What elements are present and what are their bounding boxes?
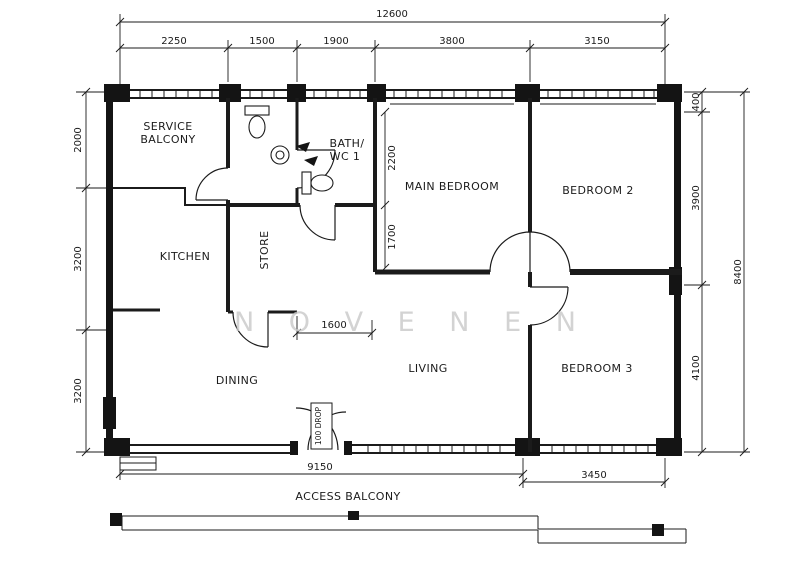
room-label-bath-2: WC 1 (330, 150, 361, 163)
dim-label-opening: 1600 (321, 320, 346, 331)
room-label-bedroom3: BEDROOM 3 (561, 362, 633, 375)
dim-label-top-4: 3150 (584, 36, 609, 47)
access-balcony-structure (110, 511, 687, 544)
dim-label-bottom-0: 9150 (307, 462, 332, 473)
dim-label-bed-depth: 2200 (387, 145, 398, 170)
toilet-2 (301, 171, 334, 195)
dim-label-top-1: 1500 (249, 36, 274, 47)
room-label-kitchen: KITCHEN (160, 250, 210, 263)
dim-label-top-2: 1900 (323, 36, 348, 47)
door-store (232, 311, 269, 348)
dim-left: 2000 3200 3200 (73, 87, 113, 457)
room-labels: SERVICE BALCONY BATH/ WC 1 MAIN BEDROOM … (140, 120, 633, 503)
entrance-drop-label: 100 DROP (314, 406, 323, 445)
dim-label-bottom-1: 3450 (581, 470, 606, 481)
dim-right: 400 3900 4100 8400 (684, 87, 750, 457)
dim-label-top-3: 3800 (439, 36, 464, 47)
top-windows (139, 90, 656, 105)
dim-label-bed-lower: 1700 (387, 224, 398, 249)
label-leader-arrows (296, 142, 318, 166)
room-label-access-balcony: ACCESS BALCONY (295, 490, 400, 503)
interior-walls (113, 98, 682, 452)
door-entrance: 100 DROP (295, 402, 347, 451)
door-bedroom2 (529, 231, 571, 273)
planter-ledge (119, 456, 157, 471)
room-label-service-balcony-2: BALCONY (140, 133, 195, 146)
room-label-store: STORE (258, 231, 271, 270)
dim-label-right-1: 3900 (691, 185, 702, 210)
room-label-main-bedroom: MAIN BEDROOM (405, 180, 499, 193)
dim-label-left-0: 2000 (73, 127, 84, 152)
dim-label-left-2: 3200 (73, 378, 84, 403)
dim-label-right-2: 4100 (691, 355, 702, 380)
dim-label-top-0: 2250 (161, 36, 186, 47)
room-label-living: LIVING (408, 362, 447, 375)
dim-label-total-width: 12600 (376, 9, 408, 20)
watermark-text: N O V E N E N (234, 307, 589, 338)
door-main-bedroom (489, 231, 531, 273)
dim-label-right-0: 400 (691, 92, 702, 111)
door-bedroom3 (529, 286, 569, 326)
service-balcony-edge (113, 187, 228, 206)
door-service-balcony (195, 167, 229, 201)
entrance-drop-marker (310, 402, 333, 450)
dim-label-total-height: 8400 (733, 259, 744, 284)
dim-bottom: 9150 3450 (115, 458, 670, 488)
dim-interior: 2200 1700 1600 (292, 107, 398, 340)
sink (270, 145, 290, 165)
dim-label-left-1: 3200 (73, 246, 84, 271)
bottom-windows (367, 445, 649, 453)
room-label-dining: DINING (216, 374, 258, 387)
door-bath (299, 204, 336, 241)
room-label-bedroom2: BEDROOM 2 (562, 184, 634, 197)
toilet-1 (244, 105, 270, 139)
dim-top: 12600 2250 1500 1900 3800 3150 (115, 9, 670, 86)
left-wall (106, 90, 113, 452)
room-label-bath-1: BATH/ (330, 137, 365, 150)
room-label-service-balcony-1: SERVICE (143, 120, 192, 133)
